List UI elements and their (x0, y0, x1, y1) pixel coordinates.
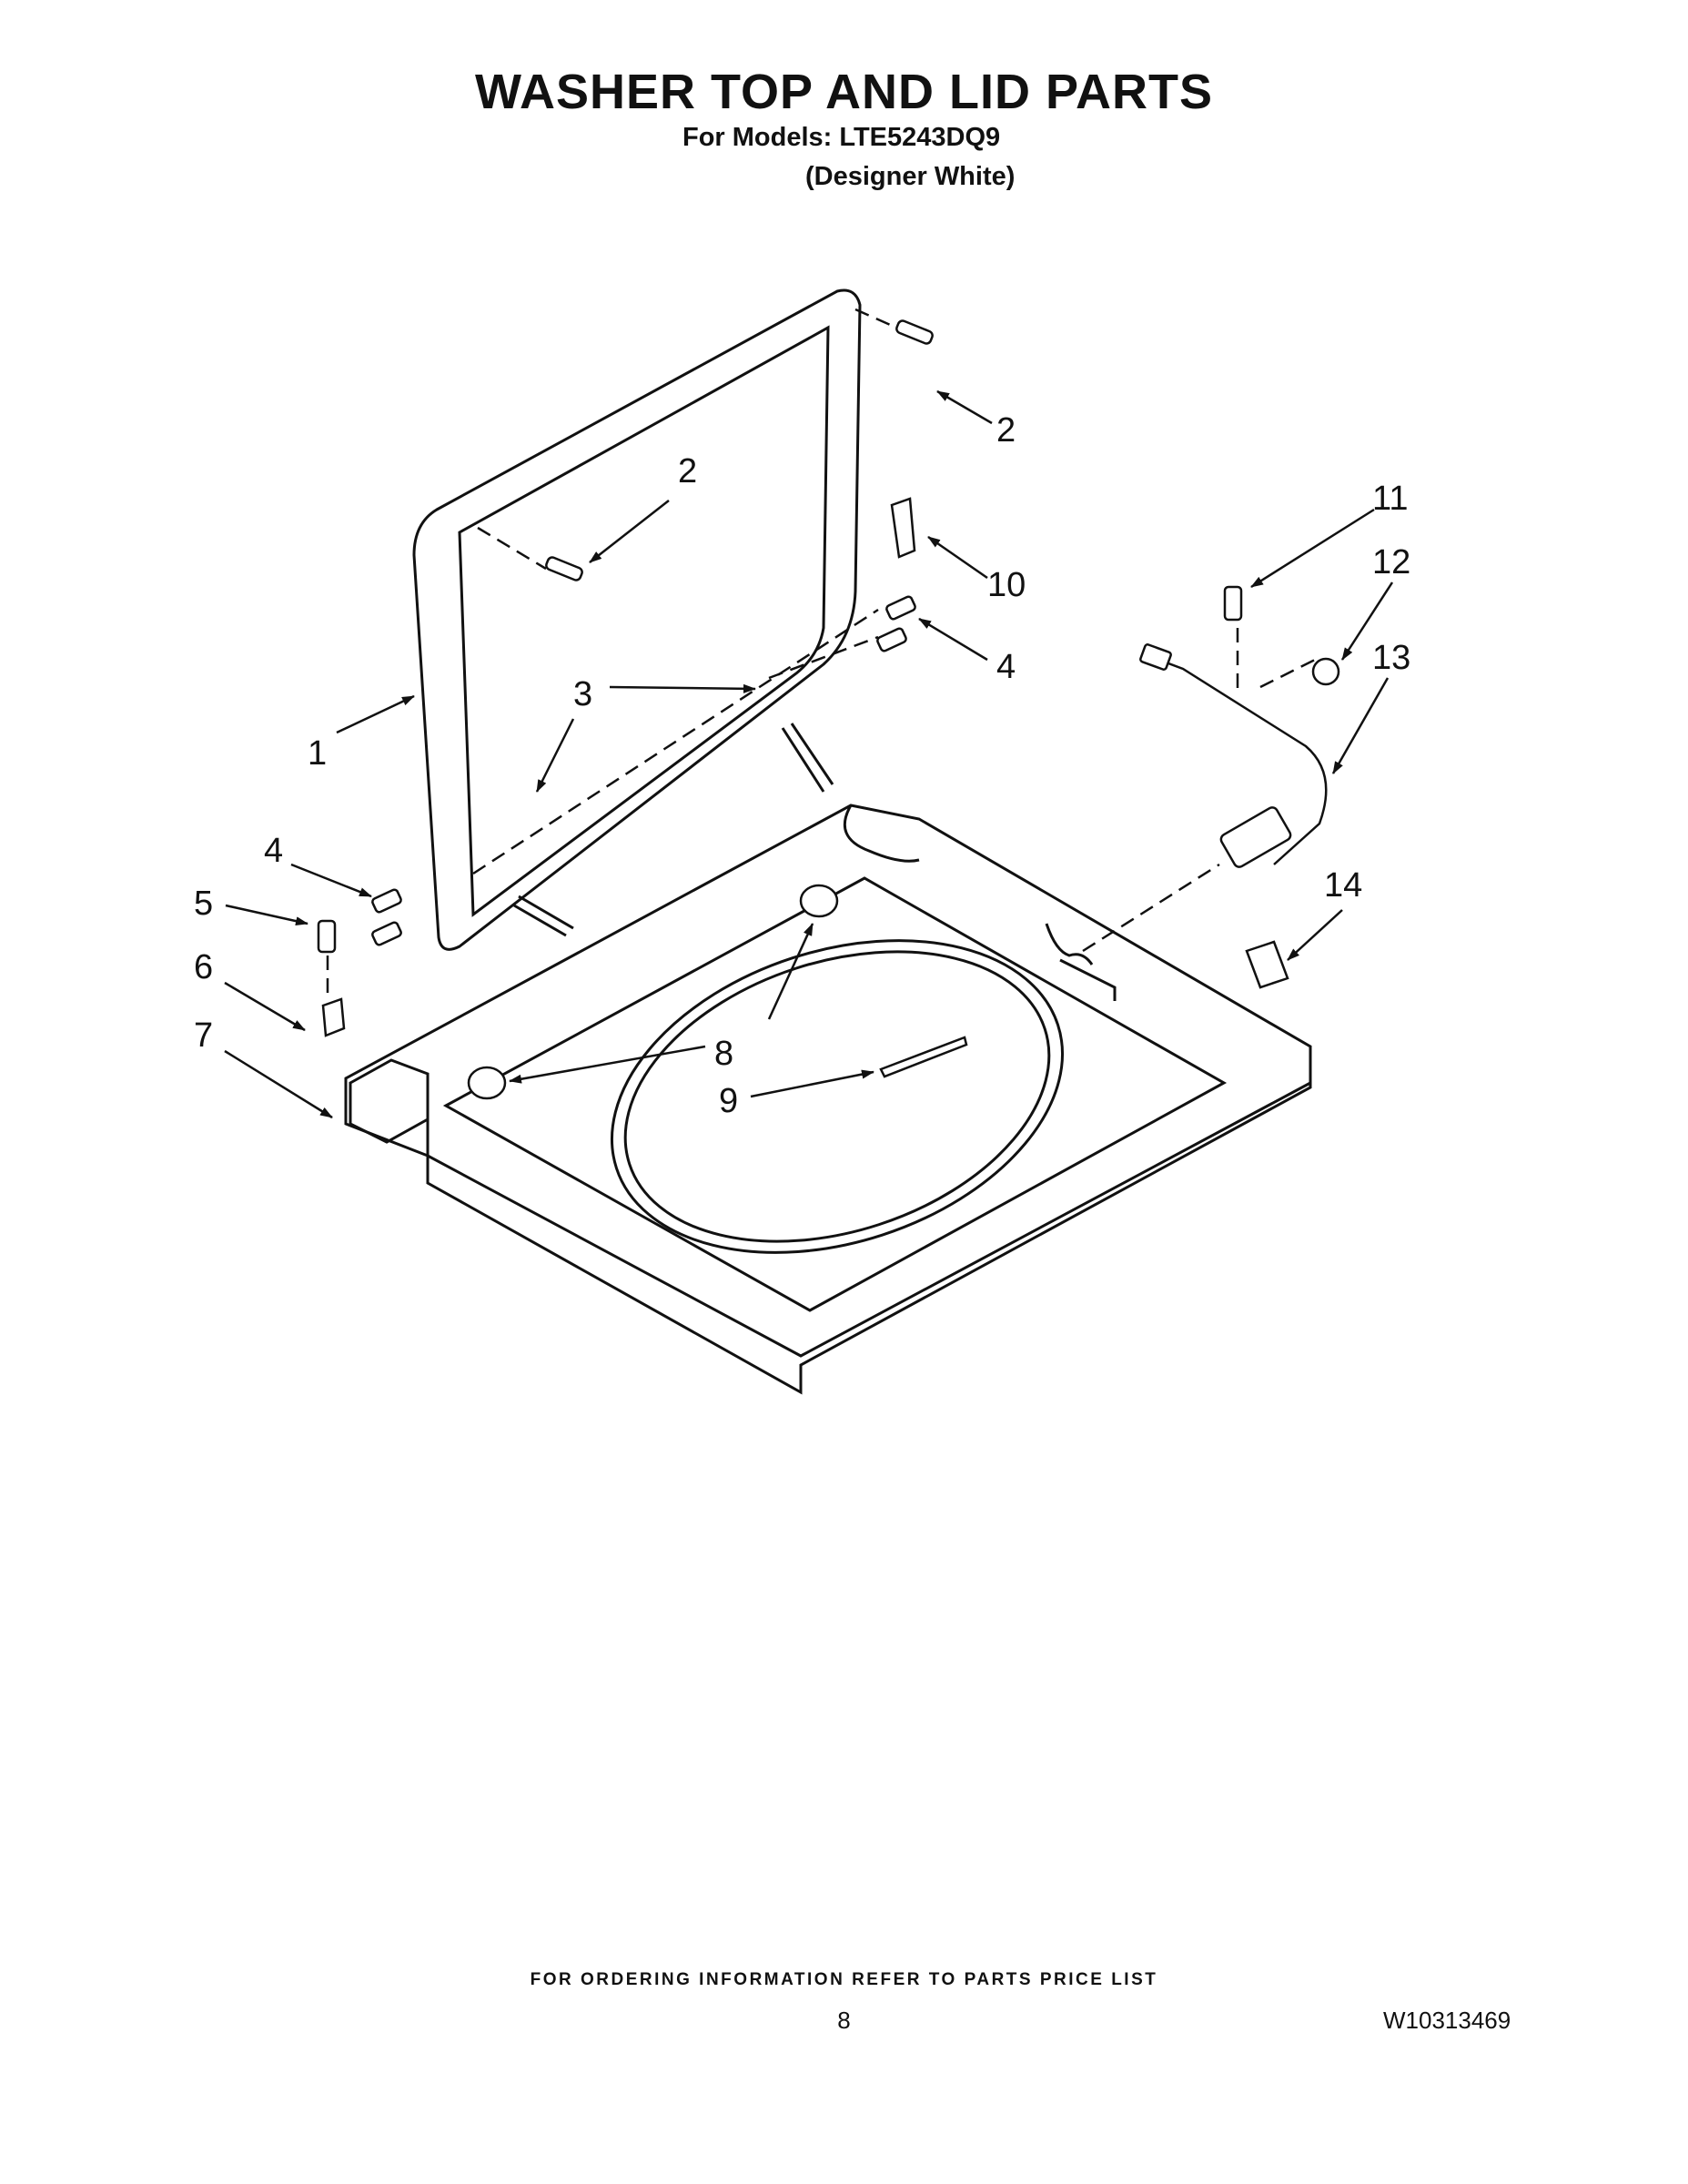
callout-5: 5 (194, 885, 213, 923)
leader-7 (224, 1049, 333, 1119)
callout-13: 13 (1372, 639, 1410, 677)
lid-switch (1219, 806, 1292, 868)
callout-3: 3 (573, 675, 592, 713)
callout-6: 6 (194, 948, 213, 986)
leader-8-front (509, 1045, 706, 1084)
leader-1 (336, 694, 415, 734)
alignment-lines (326, 308, 1316, 1001)
callout-7: 7 (194, 1016, 213, 1055)
hinge-bracket (321, 997, 346, 1037)
leader-3-upper (609, 683, 756, 693)
switch-screw (1223, 585, 1243, 622)
leader-6 (224, 981, 306, 1032)
wire-clip (1245, 940, 1289, 989)
top-screw (879, 1036, 968, 1078)
leader-10 (927, 535, 988, 580)
callout-9: 9 (719, 1082, 738, 1120)
leader-14 (1287, 909, 1343, 961)
washer-top-panel (344, 804, 1312, 1395)
leader-arrows (224, 389, 1394, 1119)
leader-2-left (589, 500, 670, 563)
leader-4-left (290, 863, 372, 898)
leader-9 (750, 1069, 874, 1098)
callout-2-left: 2 (678, 452, 697, 490)
switch-nut (1311, 657, 1340, 686)
callout-numbers: 1 2 2 3 4 4 5 6 7 8 9 10 11 12 13 14 (194, 411, 1410, 1120)
page-title: WASHER TOP AND LID PARTS (474, 65, 1214, 119)
hinge-screw-left-1 (371, 888, 402, 914)
page-number: 8 (837, 2007, 851, 2034)
lid-pin-left (545, 556, 583, 581)
color-line: (Designer White) (805, 162, 1016, 191)
hinge-bracket-screw (317, 919, 337, 954)
lid-pin-upper (895, 319, 934, 345)
hardware-parts (317, 319, 1340, 1100)
lid-bumper-rear (799, 884, 839, 918)
callout-10: 10 (987, 566, 1026, 604)
switch-connector (1139, 643, 1172, 671)
lid-bumper-front (467, 1066, 507, 1100)
leader-4-right (918, 617, 988, 662)
callout-4-left: 4 (264, 832, 283, 870)
leader-2-right (936, 389, 993, 425)
callout-12: 12 (1372, 543, 1410, 581)
callout-11: 11 (1372, 480, 1408, 518)
lid-switch-harness (1146, 653, 1328, 865)
hinge-screw-left-2 (371, 921, 402, 946)
document-number: W10313469 (1383, 2007, 1511, 2034)
models-line: For Models: LTE5243DQ9 (682, 123, 1001, 152)
ordering-info: FOR ORDERING INFORMATION REFER TO PARTS … (530, 1970, 1158, 1989)
callout-8: 8 (714, 1035, 733, 1073)
lid (412, 288, 862, 951)
hinge-screw-right-1 (885, 595, 916, 621)
leader-12 (1340, 581, 1394, 661)
leader-11 (1250, 508, 1375, 589)
callout-1: 1 (308, 734, 327, 773)
callout-4-right: 4 (996, 648, 1016, 686)
callout-2-right: 2 (996, 411, 1016, 450)
leader-3-lower (535, 718, 575, 793)
leader-8-rear (767, 923, 814, 1020)
leader-5 (225, 904, 308, 926)
hinge-screw-right-2 (876, 627, 907, 652)
leader-13 (1331, 677, 1390, 774)
callout-14: 14 (1324, 866, 1362, 905)
lid-clip (890, 497, 916, 559)
